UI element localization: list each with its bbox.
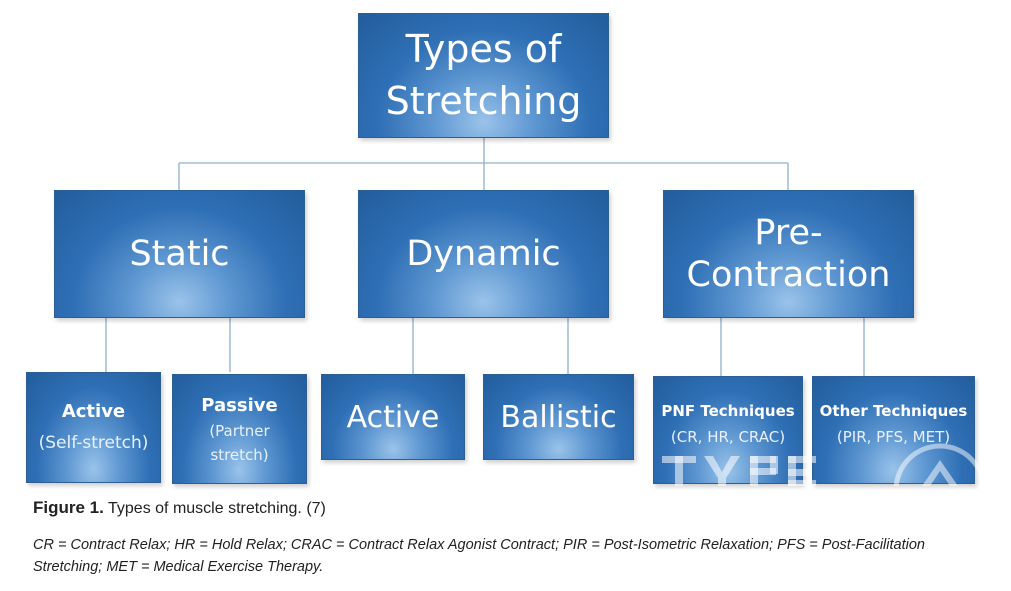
leaf-title: Active: [61, 401, 126, 423]
leaf-dynamic-active: Active: [321, 374, 465, 460]
category-label: Dynamic: [406, 234, 561, 274]
category-label: Pre-Contraction: [686, 213, 891, 295]
category-pre-contraction: Pre-Contraction: [663, 190, 914, 318]
leaf-title: Passive: [201, 394, 278, 416]
leaf-dynamic-ballistic: Ballistic: [483, 374, 634, 460]
leaf-subtitle: (PIR, PFS, MET): [836, 428, 951, 446]
leaf-static-passive: Passive (Partner stretch): [172, 374, 307, 484]
leaf-title: Active: [346, 399, 440, 435]
figure-caption: Figure 1. Types of muscle stretching. (7…: [33, 498, 326, 518]
figure-label: Figure 1.: [33, 498, 104, 517]
leaf-title: Other Techniques: [819, 402, 968, 420]
category-static: Static: [54, 190, 305, 318]
category-label: Static: [129, 234, 230, 274]
leaf-other-techniques: Other Techniques (PIR, PFS, MET): [812, 376, 975, 484]
abbreviations-note: CR = Contract Relax; HR = Hold Relax; CR…: [33, 537, 925, 575]
root-node: Types of Stretching: [358, 13, 609, 138]
category-dynamic: Dynamic: [358, 190, 609, 318]
leaf-title: Ballistic: [500, 399, 617, 435]
leaf-subtitle: (CR, HR, CRAC): [670, 428, 786, 446]
figure-caption-text: Types of muscle stretching. (7): [108, 500, 326, 517]
leaf-title: PNF Techniques: [661, 402, 795, 420]
root-label: Types of Stretching: [385, 27, 582, 123]
leaf-subtitle: (Partner stretch): [209, 421, 270, 464]
leaf-subtitle: (Self-stretch): [38, 433, 149, 454]
leaf-static-active: Active (Self-stretch): [26, 372, 161, 483]
leaf-pnf-techniques: PNF Techniques (CR, HR, CRAC): [653, 376, 803, 484]
